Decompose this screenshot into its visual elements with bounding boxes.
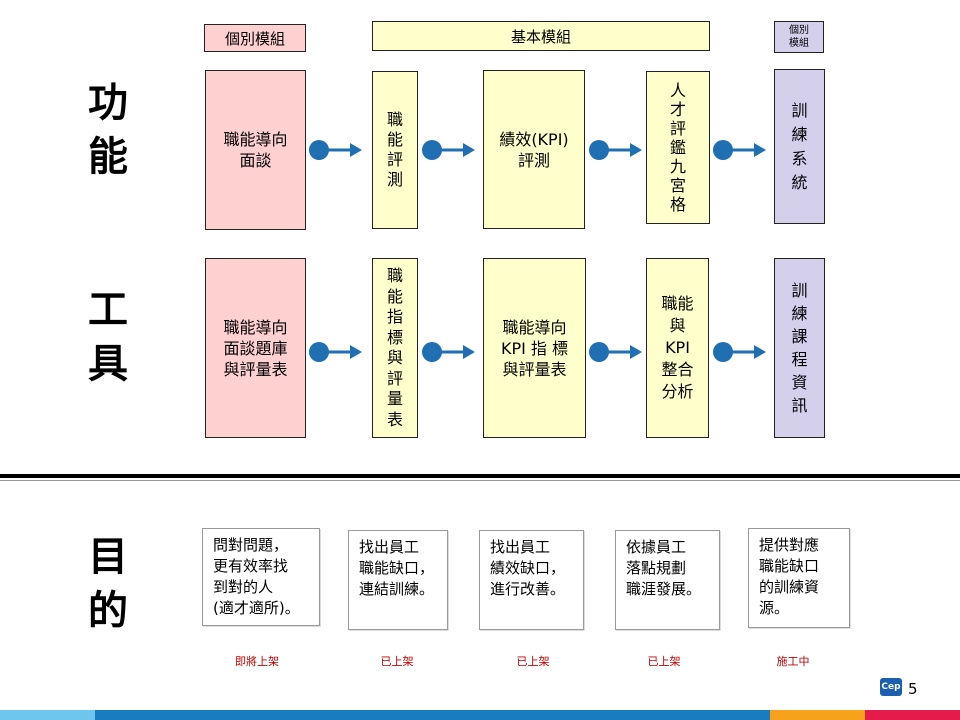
status-label-5: 施工中 [776, 655, 810, 668]
header-basic-module: 基本模組 [372, 21, 710, 51]
arrow-right-icon [309, 342, 362, 362]
status-label-3: 已上架 [516, 655, 550, 668]
company-logo: Cep [880, 678, 902, 696]
tool-box-interview-bank: 職能導向 面談題庫 與評量表 [205, 258, 306, 438]
section-divider-thin [0, 480, 960, 481]
purpose-box-4: 依據員工 落點規劃 職涯發展。 [615, 530, 720, 630]
arrow-right-icon [309, 140, 362, 160]
arrow-right-icon [589, 140, 642, 160]
status-label-4: 已上架 [647, 655, 681, 668]
arrow-right-icon [589, 342, 642, 362]
footer-stripe-lightblue [0, 710, 95, 720]
side-label-purpose: 目 的 [88, 534, 128, 634]
section-divider [0, 474, 960, 478]
function-box-competency-assessment: 職 能 評 測 [372, 71, 418, 229]
side-label-function: 功 能 [88, 80, 128, 180]
tool-box-course-info: 訓 練 課 程 資 訊 [774, 258, 825, 438]
arrow-right-icon [713, 140, 766, 160]
header-individual-module-left-label: 個別模組 [224, 29, 285, 48]
arrow-right-icon [422, 140, 475, 160]
function-box-nine-box-grid: 人 才 評 鑑 九 宮 格 [646, 71, 710, 224]
header-basic-module-label: 基本模組 [510, 27, 571, 46]
purpose-box-5: 提供對應 職能缺口 的訓練資 源。 [748, 528, 850, 628]
tool-box-kpi-indicators: 職能導向 KPI 指 標 與評量表 [483, 258, 586, 438]
arrow-right-icon [422, 342, 475, 362]
function-box-interview: 職能導向 面談 [205, 70, 306, 230]
status-label-1: 即將上架 [235, 655, 279, 668]
side-label-tool: 工 具 [88, 287, 128, 387]
tool-box-integrated-analysis: 職能 與 KPI 整合 分析 [646, 258, 709, 438]
arrow-right-icon [713, 342, 766, 362]
footer-stripe-orange [770, 710, 865, 720]
tool-box-competency-indicators: 職 能 指 標 與 評 量 表 [372, 258, 418, 438]
header-individual-module-right-label: 個別 模組 [789, 25, 809, 49]
page-number: 5 [908, 680, 918, 698]
function-box-training-system: 訓 練 系 統 [774, 69, 825, 224]
header-individual-module-right: 個別 模組 [774, 21, 824, 53]
status-label-2: 已上架 [380, 655, 414, 668]
footer-stripe-blue [95, 710, 770, 720]
footer-stripe-red [865, 710, 960, 720]
purpose-box-1: 問對問題， 更有效率找 到對的人 (適才適所)。 [202, 528, 320, 626]
purpose-box-2: 找出員工 職能缺口， 連結訓練。 [348, 530, 448, 630]
header-individual-module-left: 個別模組 [204, 24, 306, 52]
purpose-box-3: 找出員工 績效缺口， 進行改善。 [479, 530, 584, 630]
function-box-kpi-assessment: 績效(KPI) 評測 [483, 70, 585, 229]
